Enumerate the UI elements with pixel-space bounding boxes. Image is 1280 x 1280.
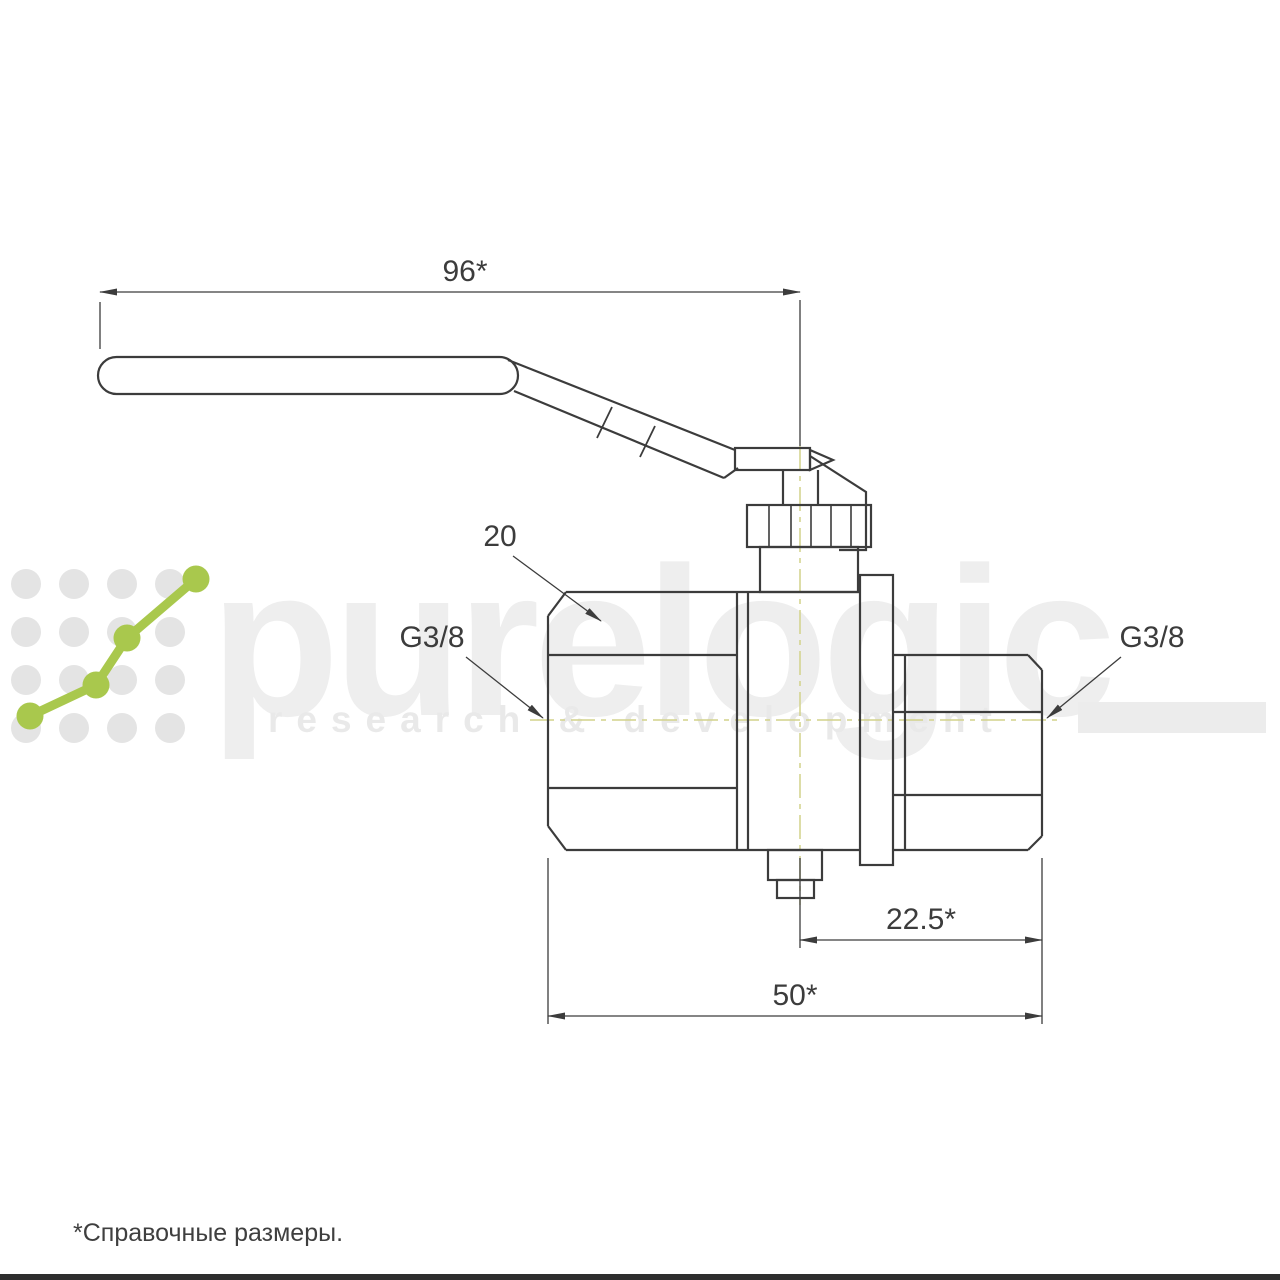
handle-lever	[96, 355, 868, 552]
bottom-plug	[775, 878, 816, 900]
reference-dimensions-note: *Справочные размеры.	[73, 1219, 344, 1247]
leader-line-g38-left	[465, 656, 544, 719]
dim-96-label: 96*	[442, 255, 487, 288]
hex-size-label: 20	[483, 520, 516, 553]
union-ring	[858, 573, 895, 867]
extension-lines-96	[99, 300, 801, 446]
logo-trend-line	[28, 575, 199, 721]
packing-nut	[745, 503, 873, 549]
handle-grip	[96, 355, 520, 396]
dim-50-label: 50*	[772, 979, 817, 1012]
bottom-edge-strip	[0, 1274, 1280, 1280]
handle-crimp	[596, 406, 656, 458]
purelogic-logo-icon	[11, 565, 210, 743]
leader-line-g38-right	[1046, 656, 1122, 719]
thread-left-label: G3/8	[399, 621, 464, 654]
handle-arm	[507, 358, 739, 480]
dimension-96	[99, 288, 801, 446]
extension-lines-22-5	[799, 858, 1043, 1024]
watermark-bar	[1078, 702, 1266, 733]
dimension-50	[547, 858, 1043, 1024]
leader-g38-right	[1046, 656, 1122, 719]
dimension-22-5	[799, 858, 1043, 1024]
stem-shaft	[781, 470, 820, 505]
bonnet	[758, 545, 860, 594]
handle-hub	[733, 446, 812, 472]
handle-bracket	[809, 455, 868, 552]
leader-line-20	[512, 555, 602, 622]
right-hex-port	[893, 653, 1044, 852]
left-hex-port	[546, 590, 750, 852]
valve-stem	[745, 470, 873, 594]
center-body	[737, 590, 860, 852]
centerlines	[530, 446, 1062, 905]
leader-g38-left	[465, 656, 544, 719]
packing-nut-facets	[768, 505, 852, 547]
valve-body	[546, 573, 1044, 900]
handle-hub-tab	[808, 448, 836, 472]
bottom-boss	[766, 848, 824, 882]
dim-22-5-label: 22.5*	[886, 903, 956, 936]
thread-right-label: G3/8	[1119, 621, 1184, 654]
leader-20	[512, 555, 602, 622]
